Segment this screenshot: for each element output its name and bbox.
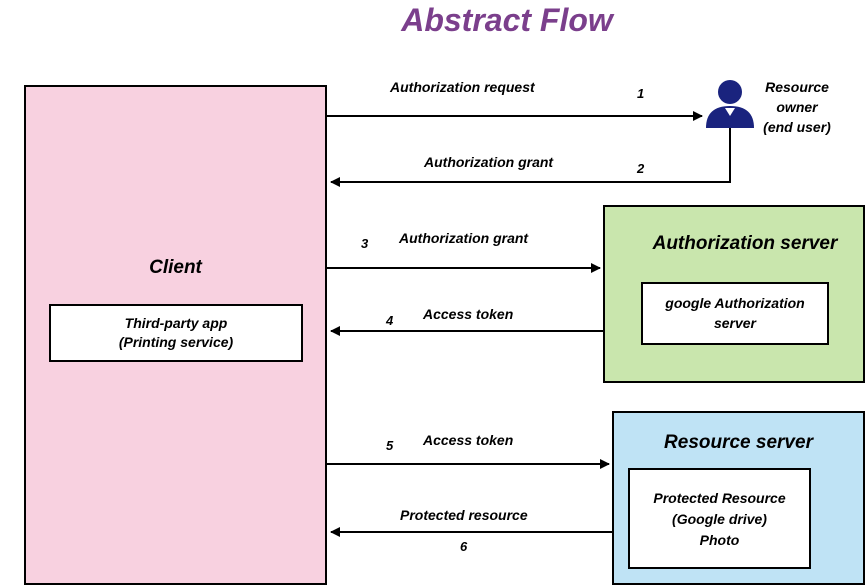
step-1-label: Authorization request bbox=[390, 79, 535, 95]
authorization-server-inner-line2: server bbox=[713, 315, 757, 331]
step-5-number: 5 bbox=[386, 438, 394, 453]
step-6-number: 6 bbox=[460, 539, 468, 554]
user-icon bbox=[706, 80, 754, 128]
resource-owner-line2: owner bbox=[776, 99, 818, 115]
resource-server-box: Resource server Protected Resource (Goog… bbox=[612, 411, 865, 585]
diagram-title: Abstract Flow bbox=[401, 2, 613, 38]
resource-server-inner-line1: Protected Resource bbox=[653, 490, 786, 506]
step-6-label: Protected resource bbox=[400, 507, 528, 523]
client-inner-box: Third-party app (Printing service) bbox=[49, 304, 303, 362]
step-4-label: Access token bbox=[423, 306, 514, 322]
arrow-2 bbox=[330, 128, 731, 187]
step-3-number: 3 bbox=[361, 236, 369, 251]
step-2-number: 2 bbox=[637, 161, 645, 176]
authorization-server-box: Authorization server google Authorizatio… bbox=[603, 205, 865, 383]
authorization-server-label: Authorization server bbox=[652, 233, 838, 254]
resource-server-inner-line2: (Google drive) bbox=[672, 511, 767, 527]
authorization-server-inner-box: google Authorization server bbox=[641, 282, 829, 345]
step-3-label: Authorization grant bbox=[399, 230, 529, 246]
client-box: Client Third-party app (Printing service… bbox=[24, 85, 327, 585]
resource-server-inner-box: Protected Resource (Google drive) Photo bbox=[628, 468, 811, 569]
resource-owner-line3: (end user) bbox=[763, 119, 831, 135]
resource-owner-line1: Resource bbox=[765, 79, 829, 95]
step-5-label: Access token bbox=[423, 432, 514, 448]
step-2-label: Authorization grant bbox=[424, 154, 554, 170]
step-4-number: 4 bbox=[386, 313, 394, 328]
client-inner-line1: Third-party app bbox=[124, 315, 228, 331]
client-label: Client bbox=[149, 257, 202, 278]
resource-server-label: Resource server bbox=[664, 432, 813, 453]
resource-server-inner-line3: Photo bbox=[699, 532, 740, 548]
step-1-number: 1 bbox=[637, 86, 645, 101]
authorization-server-inner-line1: google Authorization bbox=[665, 295, 805, 311]
client-inner-line2: (Printing service) bbox=[118, 334, 234, 350]
